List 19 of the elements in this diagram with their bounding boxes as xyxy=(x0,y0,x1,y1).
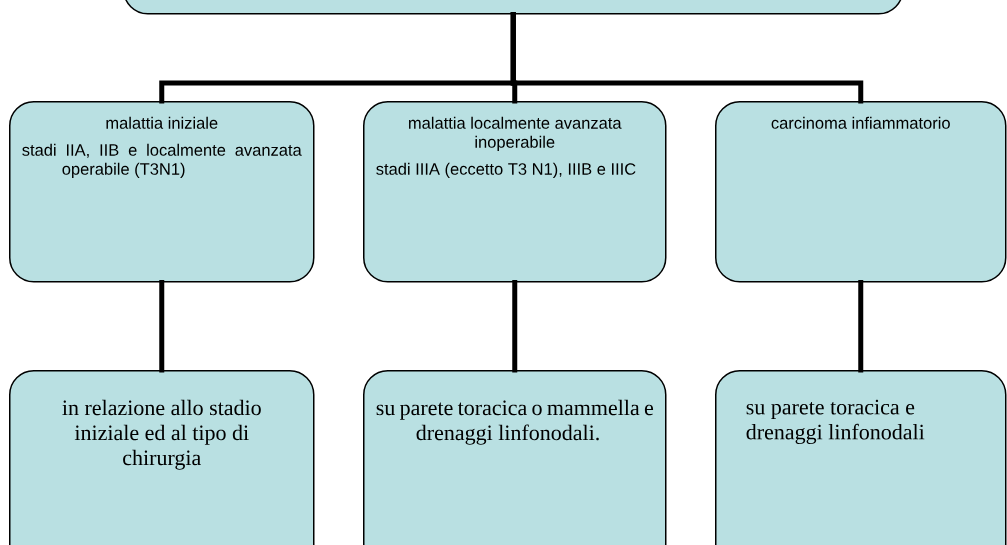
connector-line xyxy=(858,280,864,373)
body-text: in relazione allo stadio iniziale ed al tipo di chirurgia xyxy=(62,399,261,470)
rounded-box xyxy=(9,101,315,283)
body-text: stadi IIA, IIB e localmente avanzata operabile (T3N1) xyxy=(22,143,302,179)
connector-line xyxy=(159,280,165,373)
body-text: stadi IIIA (eccetto T3 N1), IIIB e IIIC xyxy=(376,162,636,179)
rounded-box xyxy=(363,370,667,545)
connector-line xyxy=(512,280,518,373)
heading-text: malattia iniziale xyxy=(106,116,218,129)
rounded-box xyxy=(715,101,1007,283)
body-text: su parete toracica o mammella e drenaggi linfonodali. xyxy=(376,399,654,445)
heading-text: carcinoma infiammatorio xyxy=(771,116,950,129)
rounded-box xyxy=(123,0,904,15)
body-text: su parete toracica e drenaggi linfonodali xyxy=(746,399,925,445)
heading-text: malattia localmente avanzata inoperabile xyxy=(409,116,622,152)
rounded-box xyxy=(715,370,1007,545)
rounded-box xyxy=(363,101,667,283)
rounded-box xyxy=(9,370,315,545)
connector-line xyxy=(510,12,864,104)
